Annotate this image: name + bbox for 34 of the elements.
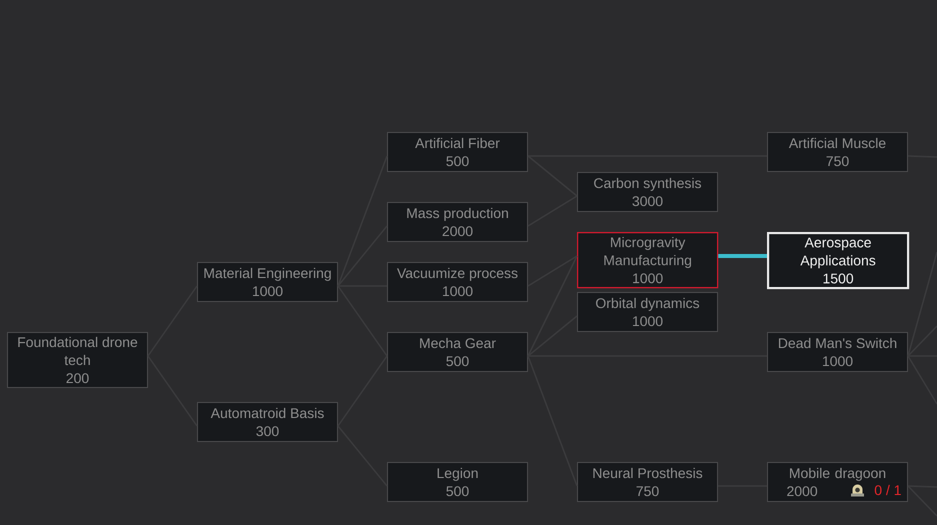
tech-box: Neural Prosthesis 750	[577, 462, 718, 502]
tech-box: Foundational drone tech 200	[7, 332, 148, 388]
tech-box: Orbital dynamics 1000	[577, 292, 718, 332]
tech-box: Aerospace Applications 1500	[767, 232, 910, 290]
tech-box: Microgravity Manufacturing 1000	[577, 232, 718, 288]
connector-line	[337, 226, 388, 286]
tech-box: Material Engineering 1000	[197, 262, 338, 302]
connector-line	[528, 255, 578, 287]
progress-count: 0 / 1	[874, 484, 901, 496]
tech-box: Mecha Gear 500	[387, 332, 528, 372]
tech-box: Artificial Muscle 750	[767, 132, 908, 172]
connector-line	[527, 356, 578, 486]
tech-box: Artificial Fiber 500	[387, 132, 528, 172]
tech-box: Carbon synthesis 3000	[577, 172, 718, 212]
connector-line	[528, 315, 578, 357]
connector-line	[528, 195, 578, 227]
tech-box: Automatroid Basis 300	[197, 402, 338, 442]
tech-box: Dead Man's Switch 1000	[767, 332, 908, 372]
connector-line	[907, 326, 937, 357]
connector-line	[337, 156, 388, 286]
connector-line	[527, 256, 578, 356]
connector-line	[907, 486, 937, 517]
connector-line	[337, 426, 388, 486]
connector-line	[337, 356, 388, 426]
connector-line	[147, 356, 198, 426]
connector-line	[147, 286, 198, 356]
connector-line	[907, 252, 937, 356]
connector-line	[907, 356, 937, 404]
tech-box: Mass production 2000	[387, 202, 528, 242]
connector-line	[718, 254, 768, 258]
tech-box: Vacuumize process 1000	[387, 262, 528, 302]
tech-box: Legion 500	[387, 462, 528, 502]
connector-line	[528, 155, 578, 197]
connector-line	[337, 286, 388, 356]
